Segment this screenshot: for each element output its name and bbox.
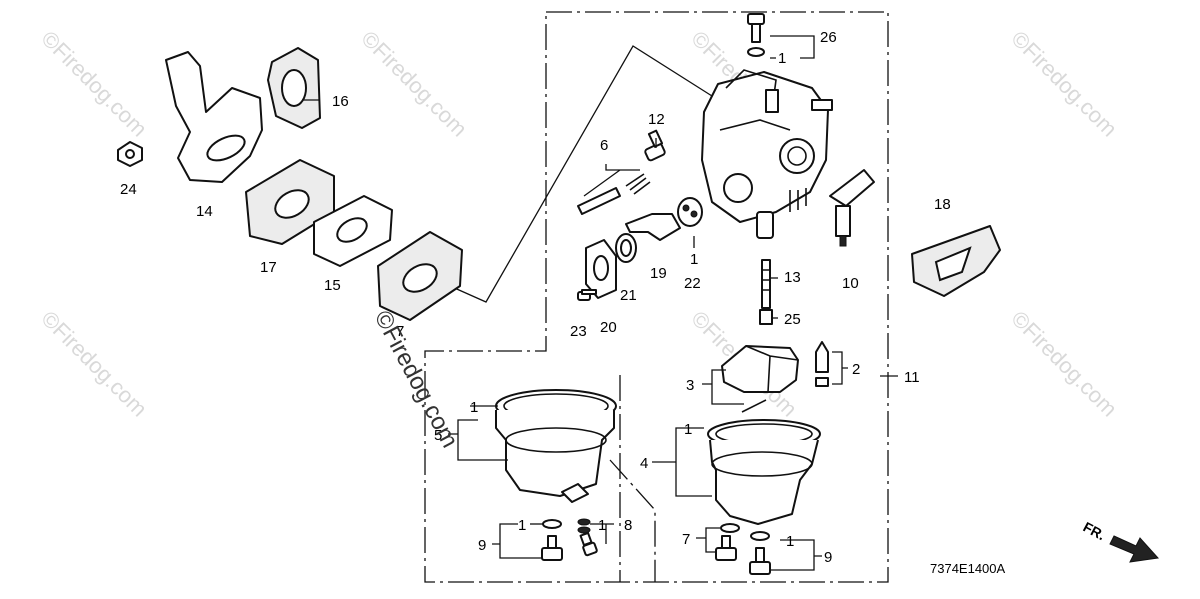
bolt-9-left [541,519,563,561]
label-18: 18 [934,196,951,213]
part-labels: 26 1 16 12 6 24 14 17 15 7 18 10 13 19 1… [120,29,951,566]
label-2: 2 [852,361,860,378]
label-1: 1 [684,421,692,438]
label-26: 26 [820,29,837,46]
watermark-text: ©Firedog.com [1006,306,1122,422]
screw-26 [747,13,765,57]
pilot-screw-6 [577,173,651,215]
label-21: 21 [620,287,637,304]
label-7: 7 [396,323,404,340]
float-chamber-4 [707,419,821,525]
label-17: 17 [260,259,277,276]
gasket-18 [911,225,1001,297]
bolt-7 [715,523,740,561]
label-8: 8 [624,517,632,534]
label-11: 11 [904,369,920,386]
label-19: 19 [650,265,667,282]
bolt-9-right [749,531,771,575]
insulator-14 [165,51,263,183]
assembly-frames [424,11,889,583]
label-24: 24 [120,181,137,198]
screw-23 [577,289,597,301]
label-16: 16 [332,93,349,110]
watermark-text: ©Firedog.com [1006,26,1122,142]
o-ring-21 [615,233,637,263]
arrow-right-icon [1109,535,1159,563]
label-3: 3 [686,377,694,394]
drawing-code: 7374E1400A [930,561,1006,576]
label-1: 1 [518,517,526,534]
label-12: 12 [648,111,665,128]
label-20: 20 [600,319,617,336]
label-13: 13 [784,269,801,286]
label-9: 9 [824,549,832,566]
label-1: 1 [690,251,698,268]
carburetor-body [701,69,833,239]
jet-13 [761,259,771,309]
needle-valve-2 [815,341,829,387]
lever-10 [829,169,875,247]
label-15: 15 [324,277,341,294]
front-direction-label: FR. [1081,519,1108,544]
lever-19 [625,213,681,241]
label-1: 1 [470,399,478,416]
float-3 [721,345,799,413]
watermark-text: ©Firedog.com [36,306,152,422]
watermark-text: ©Firedog.com [36,26,152,142]
label-23: 23 [570,323,587,340]
jet-25 [759,309,773,325]
watermark-center-text: ©Firedog.com [369,306,464,452]
label-10: 10 [842,275,859,292]
screw-12 [644,129,666,162]
label-25: 25 [784,311,801,328]
drain-screw-8 [577,518,598,557]
watermark-text: ©Firedog.com [356,26,472,142]
gasket-16 [267,47,321,129]
diaphragm-22 [677,197,703,227]
nut-24 [117,141,143,167]
label-6: 6 [600,137,608,154]
label-1: 1 [778,50,786,67]
gasket-17b [377,231,463,321]
label-1: 1 [598,517,606,534]
leader-lines [302,35,898,571]
front-direction-arrow: FR. [1081,519,1159,563]
label-9: 9 [478,537,486,554]
spacer-15 [313,195,393,267]
label-14: 14 [196,203,213,220]
float-chamber-5 [495,389,617,503]
label-22: 22 [684,275,701,292]
label-5: 5 [434,427,442,444]
label-4: 4 [640,455,648,472]
gasket-20 [585,239,617,299]
label-7: 7 [682,531,690,548]
label-1: 1 [786,533,794,550]
